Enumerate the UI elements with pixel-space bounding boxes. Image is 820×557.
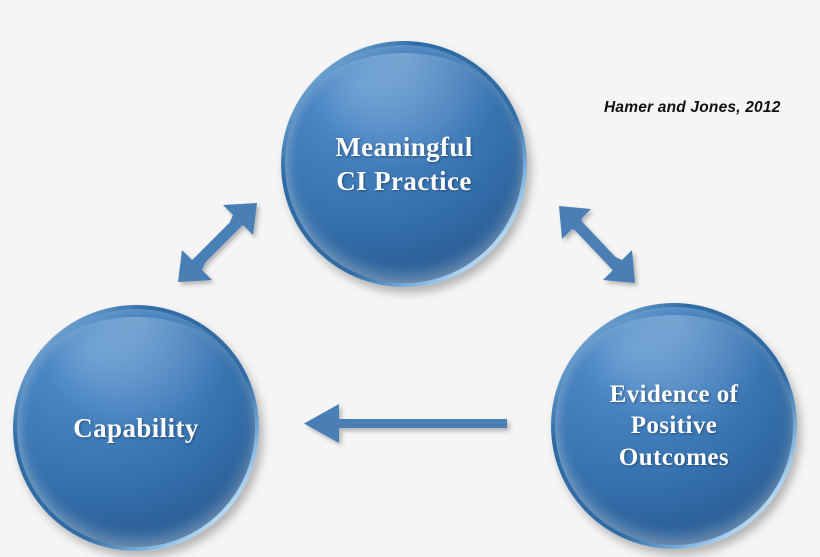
credit-attribution: Hamer and Jones, 2012 xyxy=(604,99,781,116)
arrow-evidence-to-capability-icon xyxy=(304,404,507,443)
double-arrow-capability-practice-icon xyxy=(178,203,257,282)
node-evidence-of-positive-outcomes[interactable]: Evidence of Positive Outcomes xyxy=(551,303,797,549)
node-label-meaningful-ci-practice: Meaningful CI Practice xyxy=(335,131,473,196)
node-face xyxy=(555,307,793,545)
node-face xyxy=(285,45,523,283)
node-meaningful-ci-practice[interactable]: Meaningful CI Practice xyxy=(281,41,527,287)
node-face xyxy=(17,309,255,547)
double-arrow-practice-evidence-icon xyxy=(559,206,635,283)
node-label-evidence-of-positive-outcomes: Evidence of Positive Outcomes xyxy=(609,380,739,471)
node-label-capability: Capability xyxy=(73,412,199,443)
node-capability[interactable]: Capability xyxy=(13,305,259,551)
